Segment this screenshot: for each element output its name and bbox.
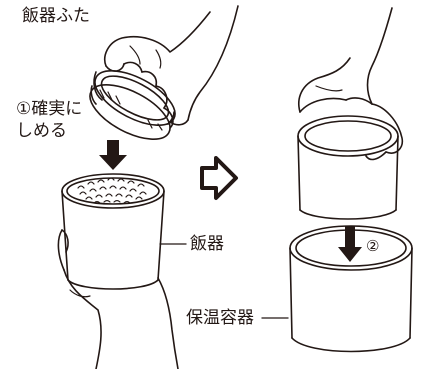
rice-grains (77, 177, 147, 204)
bowl-label: 飯器 (190, 234, 224, 254)
rice-bowl (61, 173, 165, 290)
lid-label: 飯器ふた (22, 6, 90, 26)
insulated-container (289, 225, 413, 353)
upper-right-hand (298, 7, 404, 161)
down-arrow-icon (99, 140, 127, 170)
step-2-marker: ② (366, 237, 380, 255)
container-label: 保温容器 (186, 308, 254, 328)
step-1-instruction: ①確実に しめる (16, 99, 83, 141)
outline-right-arrow-icon (200, 156, 238, 200)
down-arrow-icon (338, 226, 362, 262)
upper-left-hand (104, 5, 239, 129)
lowered-rice-bowl (297, 115, 399, 220)
lower-left-hand (57, 229, 179, 369)
rice-bowl-lid (89, 70, 176, 140)
